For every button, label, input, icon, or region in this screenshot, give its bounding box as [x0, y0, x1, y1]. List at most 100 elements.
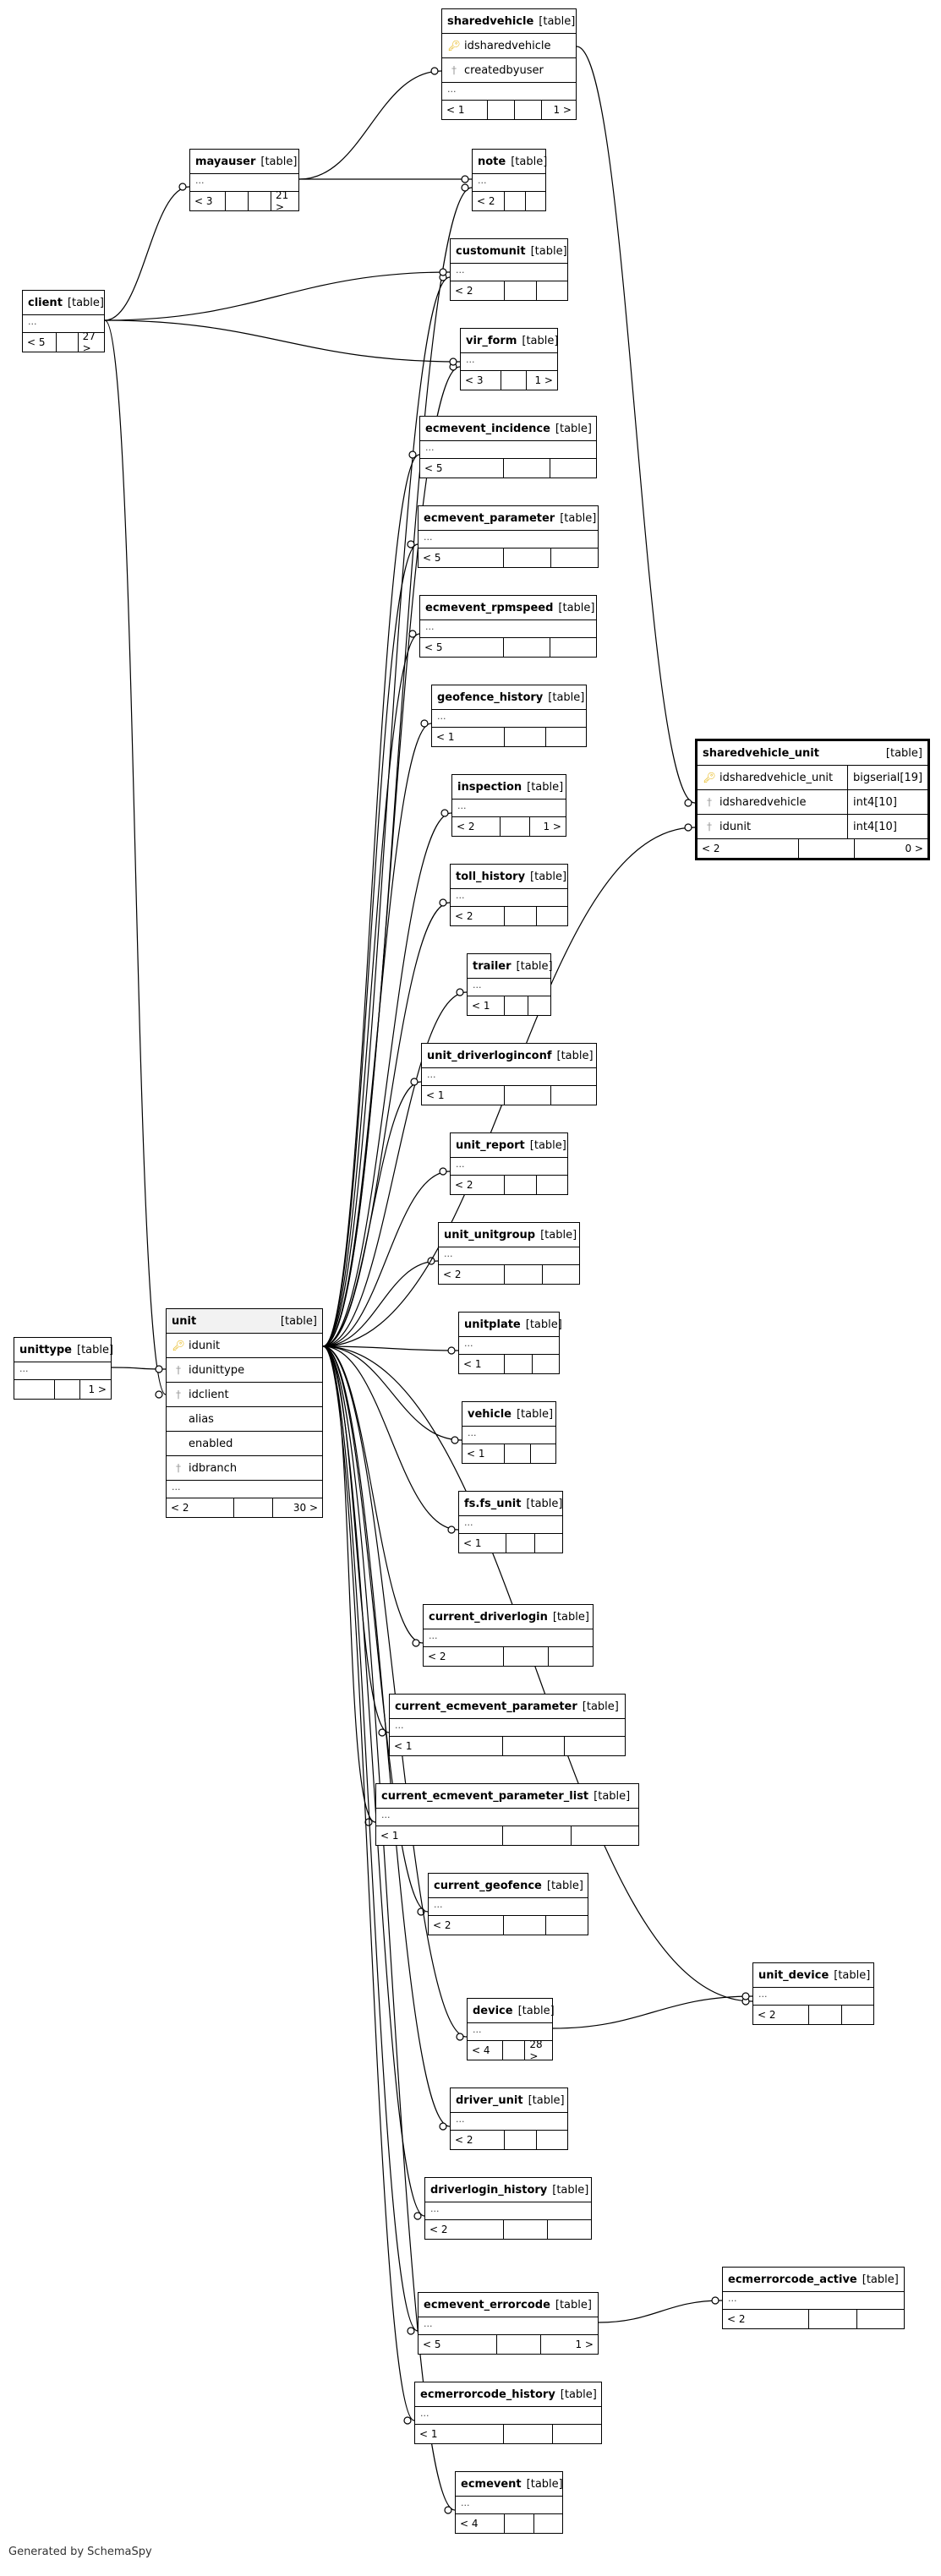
parents-count[interactable]: < 2: [424, 1647, 504, 1666]
table-footer: < 2 30 >: [167, 1498, 322, 1517]
table-trailer[interactable]: trailer[table] ... < 1: [467, 953, 553, 1016]
parents-count[interactable]: < 2: [698, 839, 800, 858]
children-count[interactable]: 1 >: [553, 104, 572, 116]
parents-count[interactable]: < 2: [439, 1265, 505, 1284]
table-tag: [table]: [528, 2093, 565, 2107]
parents-count[interactable]: < 1: [459, 1534, 506, 1553]
parents-count[interactable]: < 5: [419, 548, 504, 567]
table-tag: [table]: [77, 1343, 114, 1356]
parents-count[interactable]: < 5: [23, 333, 57, 352]
parents-count[interactable]: < 1: [376, 1826, 503, 1845]
relation-client-unit: [104, 319, 167, 1395]
parents-count[interactable]: < 1: [432, 728, 505, 746]
parents-count[interactable]: < 3: [190, 192, 227, 210]
parents-count[interactable]: < 4: [468, 2041, 503, 2060]
column-row[interactable]: 🔑︎idsharedvehicle: [442, 34, 576, 58]
children-count[interactable]: 27 >: [82, 330, 96, 354]
table-fs_fs_unit[interactable]: fs.fs_unit[table] ... < 1: [458, 1491, 563, 1553]
column-row[interactable]: †idunittype: [167, 1358, 322, 1383]
column-row[interactable]: †idbranch: [167, 1456, 322, 1481]
table-unit_report[interactable]: unit_report[table] ... < 2: [450, 1132, 568, 1195]
children-count[interactable]: 1 >: [534, 374, 553, 386]
children-count[interactable]: 1 >: [88, 1384, 107, 1395]
table-current_ecmevent_parameter[interactable]: current_ecmevent_parameter[table] ... < …: [389, 1694, 626, 1756]
table-unit[interactable]: unit[table] 🔑︎idunit †idunittype †idclie…: [166, 1308, 323, 1518]
children-count[interactable]: 1 >: [575, 2339, 594, 2350]
table-customunit[interactable]: customunit[table] ... < 2: [450, 238, 568, 301]
table-ecmevent_incidence[interactable]: ecmevent_incidence[table] ... < 5: [419, 416, 597, 478]
more-columns: ...: [452, 800, 566, 817]
parents-count[interactable]: < 1: [462, 1444, 505, 1463]
parents-count[interactable]: < 1: [468, 996, 505, 1015]
children-count[interactable]: 0 >: [905, 843, 923, 854]
table-tag: [table]: [530, 244, 567, 258]
parents-count[interactable]: < 2: [429, 1916, 504, 1935]
table-unitplate[interactable]: unitplate[table] ... < 1: [458, 1312, 562, 1374]
parents-count[interactable]: < 3: [461, 371, 502, 390]
table-ecmevent_parameter[interactable]: ecmevent_parameter[table] ... < 5: [418, 505, 599, 568]
table-driver_unit[interactable]: driver_unit[table] ... < 2: [450, 2088, 568, 2150]
column-row[interactable]: enabled: [167, 1432, 322, 1456]
table-footer: < 4 28 >: [468, 2038, 552, 2062]
children-count[interactable]: 30 >: [293, 1502, 318, 1514]
table-sharedvehicle_unit[interactable]: sharedvehicle_unit[table] 🔑︎idsharedvehi…: [695, 739, 930, 860]
table-vehicle[interactable]: vehicle[table] ... < 1: [462, 1401, 556, 1464]
parents-count[interactable]: < 2: [451, 2131, 505, 2149]
table-footer: < 2: [425, 2220, 591, 2239]
table-current_geofence[interactable]: current_geofence[table] ... < 2: [428, 1873, 588, 1935]
parents-count[interactable]: < 1: [442, 101, 488, 119]
table-note[interactable]: note[table] ... < 2: [472, 149, 547, 211]
more-columns: ...: [462, 1427, 555, 1444]
parents-count[interactable]: < 2: [451, 281, 505, 300]
parents-count[interactable]: < 5: [420, 638, 504, 657]
table-ecmerrorcode_active[interactable]: ecmerrorcode_active[table] ... < 2: [722, 2267, 905, 2329]
parents-count[interactable]: < 2: [473, 192, 505, 210]
table-unittype[interactable]: unittype[table] ... 1 >: [14, 1337, 114, 1400]
relationship-end-marker: [439, 1167, 447, 1176]
parents-count[interactable]: < 5: [419, 2335, 497, 2354]
table-unit_driverloginconf[interactable]: unit_driverloginconf[table] ... < 1: [421, 1043, 597, 1105]
children-count[interactable]: 28 >: [529, 2038, 543, 2062]
parents-count[interactable]: < 4: [456, 2514, 505, 2533]
table-ecmerrorcode_history[interactable]: ecmerrorcode_history[table] ... < 1: [414, 2382, 602, 2444]
parents-count[interactable]: < 2: [723, 2310, 809, 2328]
children-count[interactable]: 21 >: [275, 189, 289, 213]
table-geofence_history[interactable]: geofence_history[table] ... < 1: [431, 685, 587, 747]
parents-count[interactable]: < 1: [422, 1086, 505, 1105]
parents-count[interactable]: < 2: [425, 2220, 504, 2239]
parents-count[interactable]: < 1: [459, 1355, 505, 1373]
table-unit_device[interactable]: unit_device[table] ... < 2: [752, 1962, 874, 2025]
parents-count[interactable]: < 5: [420, 459, 504, 478]
parents-count[interactable]: < 2: [451, 1176, 505, 1194]
table-current_driverlogin[interactable]: current_driverlogin[table] ... < 2: [423, 1604, 594, 1667]
column-row[interactable]: alias: [167, 1407, 322, 1432]
parents-count[interactable]: < 1: [415, 2425, 504, 2443]
column-row[interactable]: †createdbyuser: [442, 58, 576, 83]
parents-count[interactable]: < 2: [167, 1498, 235, 1517]
parents-count[interactable]: < 2: [452, 817, 501, 836]
parents-count[interactable]: < 1: [390, 1737, 503, 1755]
table-toll_history[interactable]: toll_history[table] ... < 2: [450, 864, 568, 926]
parents-count[interactable]: [14, 1380, 56, 1399]
children-count[interactable]: 1 >: [543, 821, 561, 832]
parents-count[interactable]: < 2: [451, 907, 505, 925]
table-ecmevent_rpmspeed[interactable]: ecmevent_rpmspeed[table] ... < 5: [419, 595, 597, 658]
table-current_ecmevent_parameter_list[interactable]: current_ecmevent_parameter_list[table] .…: [375, 1783, 639, 1846]
table-unit_unitgroup[interactable]: unit_unitgroup[table] ... < 2: [438, 1222, 580, 1285]
column-row[interactable]: 🔑︎idunit: [167, 1334, 322, 1358]
parents-count[interactable]: < 2: [753, 2006, 809, 2024]
table-title: ecmevent_parameter: [424, 511, 555, 525]
table-sharedvehicle[interactable]: sharedvehicle[table] 🔑︎idsharedvehicle †…: [441, 8, 577, 120]
table-driverlogin_history[interactable]: driverlogin_history[table] ... < 2: [424, 2177, 592, 2240]
table-ecmevent[interactable]: ecmevent[table] ... < 4: [455, 2471, 563, 2534]
column-row[interactable]: †idclient: [167, 1383, 322, 1407]
